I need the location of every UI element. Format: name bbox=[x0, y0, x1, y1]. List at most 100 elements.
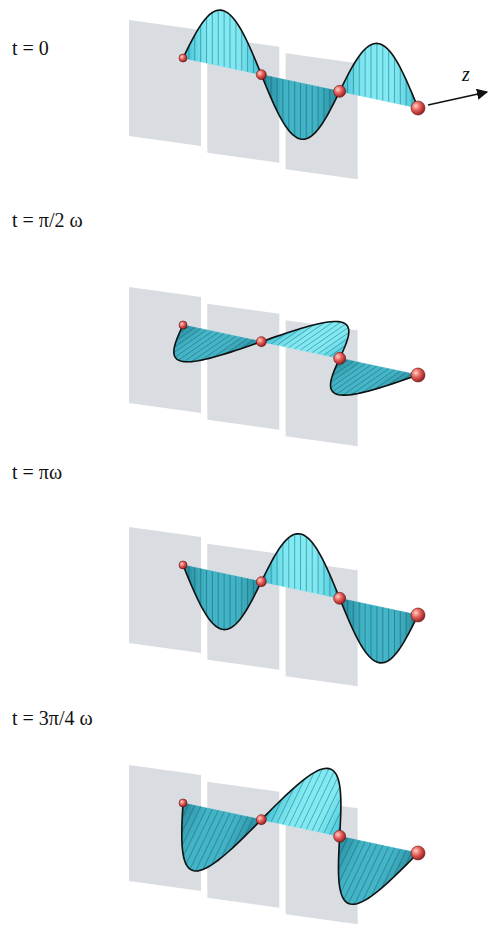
ribbon-strip bbox=[210, 13, 212, 65]
ribbon-strip bbox=[240, 577, 242, 620]
field-vector bbox=[182, 806, 195, 833]
field-vector bbox=[333, 365, 371, 392]
node-ball bbox=[334, 830, 346, 842]
field-vector bbox=[324, 88, 325, 121]
plane bbox=[129, 527, 201, 653]
field-vector bbox=[339, 841, 359, 883]
ribbon-strip bbox=[375, 606, 377, 662]
plane bbox=[207, 304, 279, 430]
ribbon-strip bbox=[398, 611, 400, 651]
field-vector bbox=[212, 571, 213, 623]
ribbon-strip bbox=[234, 19, 236, 69]
ribbon-strip bbox=[304, 536, 306, 592]
ribbon-strip bbox=[375, 43, 377, 99]
field-vector bbox=[353, 601, 354, 630]
field-vector bbox=[318, 551, 319, 594]
field-vector bbox=[365, 604, 366, 652]
field-vector bbox=[376, 606, 377, 662]
field-vector bbox=[277, 78, 278, 111]
ribbon-strip bbox=[299, 534, 301, 590]
field-curve bbox=[182, 768, 418, 904]
field-vector bbox=[218, 573, 219, 628]
plane bbox=[286, 53, 358, 179]
field-vector bbox=[212, 814, 236, 865]
ribbon-strip bbox=[310, 540, 312, 592]
field-vector bbox=[186, 809, 212, 864]
ribbon-strip bbox=[216, 10, 218, 65]
field-vector bbox=[178, 333, 218, 361]
field-curve bbox=[174, 322, 418, 396]
field-vector bbox=[184, 334, 224, 362]
field-vector bbox=[362, 370, 395, 393]
field-vector bbox=[324, 562, 325, 595]
ribbon-strip bbox=[287, 80, 289, 130]
ribbon-strip bbox=[381, 44, 383, 100]
field-vector bbox=[282, 544, 283, 587]
field-vector bbox=[365, 49, 366, 97]
ribbon-strip bbox=[393, 610, 395, 658]
node-ball bbox=[256, 577, 266, 587]
field-vector bbox=[400, 611, 401, 647]
node-ball bbox=[179, 321, 187, 329]
ribbon-strip bbox=[275, 552, 277, 585]
ribbon-strip bbox=[316, 86, 318, 131]
ribbon-strip bbox=[316, 548, 318, 594]
field-vector bbox=[200, 25, 201, 61]
ribbon-strip bbox=[363, 603, 365, 651]
ribbon-strip bbox=[234, 576, 236, 626]
node-ball bbox=[411, 101, 425, 115]
ribbon-strip bbox=[381, 607, 383, 663]
plane bbox=[207, 544, 279, 670]
field-vector bbox=[312, 328, 348, 353]
field-vector bbox=[247, 42, 248, 71]
field-vector bbox=[394, 610, 395, 655]
field-vector bbox=[206, 570, 207, 615]
node-ball bbox=[334, 592, 346, 604]
field-vector bbox=[344, 843, 371, 899]
field-vector bbox=[196, 812, 224, 871]
field-vector bbox=[294, 534, 295, 588]
field-vector bbox=[393, 851, 406, 878]
wave-panel bbox=[129, 10, 425, 179]
field-vector bbox=[341, 842, 365, 893]
field-vector bbox=[382, 608, 383, 663]
field-vector bbox=[301, 769, 330, 828]
ribbon-strip bbox=[240, 28, 242, 71]
field-vector bbox=[235, 22, 236, 70]
field-vector bbox=[355, 846, 383, 905]
node-ball bbox=[179, 54, 187, 62]
field-vector bbox=[288, 538, 289, 588]
field-vector bbox=[400, 68, 401, 104]
wave-panel bbox=[129, 765, 425, 924]
field-vector bbox=[329, 575, 330, 596]
time-label: t = π/2 ω bbox=[12, 208, 83, 232]
field-vector bbox=[230, 15, 231, 68]
ribbon-strip bbox=[281, 79, 283, 122]
field-vector bbox=[175, 331, 212, 357]
field-vector bbox=[277, 788, 294, 823]
node-ball bbox=[256, 815, 266, 825]
axis-label: z bbox=[462, 62, 470, 86]
field-vector bbox=[388, 50, 389, 102]
ribbon-strip bbox=[205, 18, 207, 63]
field-vector bbox=[241, 31, 242, 71]
ribbon-strip bbox=[304, 84, 306, 139]
field-vector bbox=[371, 605, 372, 658]
ribbon-strip bbox=[281, 544, 283, 587]
ribbon-strip bbox=[199, 25, 201, 61]
ribbon-strip bbox=[322, 558, 324, 595]
node-ball bbox=[179, 799, 187, 807]
ribbon-strip bbox=[205, 570, 207, 616]
ribbon-strip bbox=[228, 575, 230, 629]
field-vector bbox=[338, 839, 353, 870]
field-vector bbox=[312, 778, 337, 831]
field-vector bbox=[245, 818, 254, 836]
ribbon-strip bbox=[293, 81, 295, 136]
field-vector bbox=[224, 11, 225, 67]
field-vector bbox=[271, 799, 282, 822]
ribbon-strip bbox=[322, 88, 324, 124]
field-vector bbox=[312, 86, 313, 136]
ribbon-strip bbox=[310, 85, 312, 137]
field-vector bbox=[235, 576, 236, 624]
